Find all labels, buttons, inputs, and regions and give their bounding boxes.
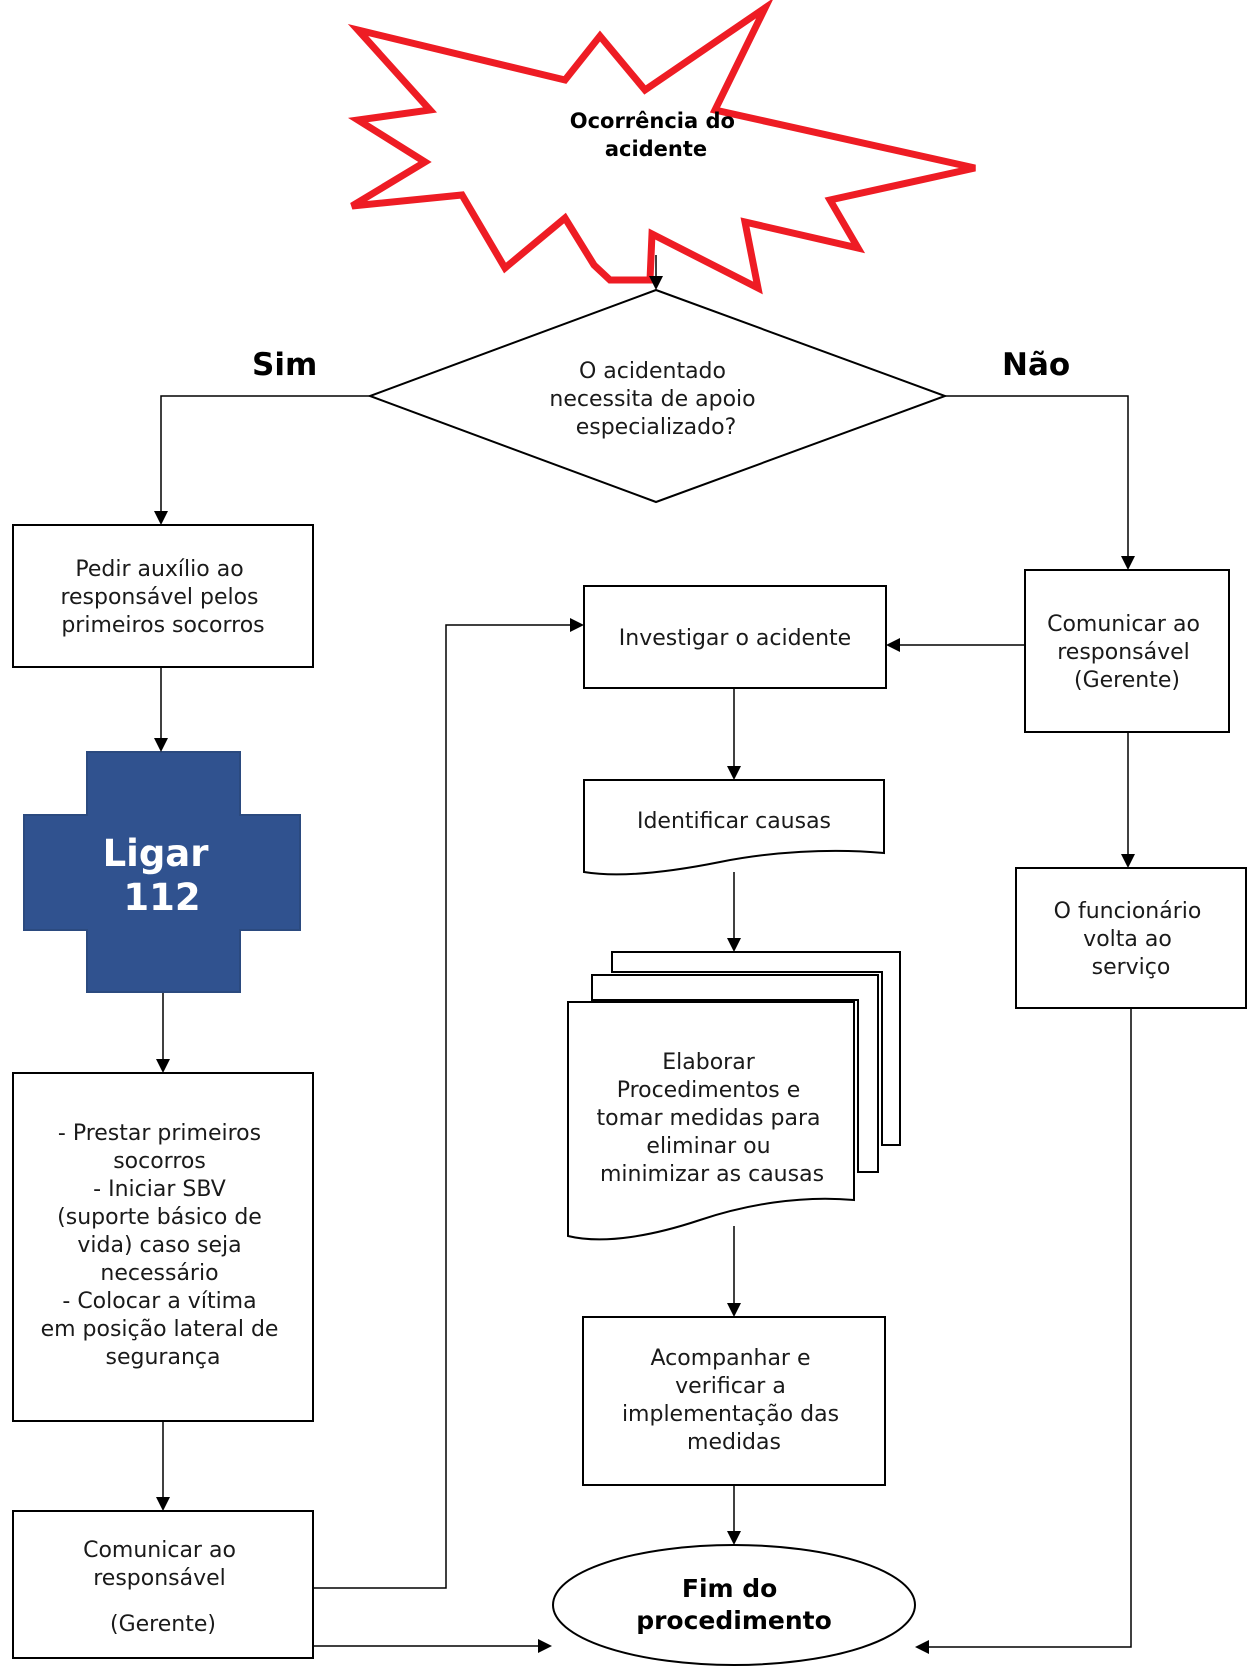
end-label: Fim do procedimento [636, 1574, 832, 1635]
right-notify-label: Comunicar ao responsável (Gerente) [1047, 612, 1207, 693]
call-112-node: Ligar 112 [23, 751, 301, 993]
arrow-decision-no [945, 395, 1135, 570]
multidoc-front-page [567, 1001, 855, 1241]
decision-label: O acidentado necessita de apoio especial… [549, 359, 762, 440]
decision-line: O acidentado [579, 359, 726, 384]
ask-help-box [12, 524, 314, 668]
first-aid-box [12, 1072, 314, 1422]
ask-help-node: Pedir auxílio ao responsável pelos prime… [12, 524, 314, 668]
connectors [154, 255, 1135, 1654]
cross-shape [23, 751, 301, 993]
left-notify-line: responsável [93, 1566, 226, 1591]
follow-up-label: Acompanhar e verificar a implementação d… [622, 1346, 846, 1455]
start-line: Ocorrência do [570, 109, 735, 133]
identify-causes-node: Identificar causas [583, 779, 885, 876]
arrow-decision-yes [154, 395, 370, 525]
procedures-line: tomar medidas para [597, 1106, 821, 1131]
explosion-shape [347, 0, 976, 295]
follow-up-line: verificar a [675, 1374, 786, 1399]
investigate-node: Investigar o acidente [583, 585, 887, 689]
ask-help-line: Pedir auxílio ao [75, 557, 243, 582]
follow-up-line: Acompanhar e [650, 1346, 810, 1371]
first-aid-line: - Colocar a vítima [62, 1289, 256, 1314]
identify-causes-label: Identificar causas [637, 809, 831, 834]
start-line: acidente [605, 137, 707, 161]
ask-help-label: Pedir auxílio ao responsável pelos prime… [60, 557, 265, 638]
first-aid-node: - Prestar primeiros socorros - Iniciar S… [12, 1072, 314, 1422]
end-line: Fim do [682, 1574, 777, 1603]
procedures-line: minimizar as causas [600, 1162, 824, 1187]
branch-yes-label: Sim [252, 347, 317, 383]
end-ellipse [552, 1544, 916, 1666]
follow-up-line: medidas [687, 1430, 781, 1455]
return-to-work-line: O funcionário [1054, 899, 1202, 924]
call-112-line: Ligar [103, 832, 210, 875]
ask-help-line: responsável pelos [60, 585, 258, 610]
return-to-work-line: volta ao [1083, 927, 1172, 952]
procedures-line: Procedimentos e [617, 1078, 801, 1103]
first-aid-line: em posição lateral de [41, 1317, 279, 1342]
ask-help-line: primeiros socorros [61, 613, 264, 638]
right-notify-line: responsável [1057, 640, 1190, 665]
procedures-line: Elaborar [662, 1050, 755, 1075]
right-notify-box [1024, 569, 1230, 733]
first-aid-label: - Prestar primeiros socorros - Iniciar S… [41, 1121, 286, 1370]
left-notify-box [12, 1510, 314, 1659]
left-notify-line: Comunicar ao [83, 1538, 236, 1563]
first-aid-line: segurança [106, 1345, 221, 1370]
first-aid-line: - Prestar primeiros [58, 1121, 261, 1146]
first-aid-line: (suporte básico de [57, 1205, 262, 1230]
document-shape [583, 779, 885, 876]
decision-node: O acidentado necessita de apoio especial… [367, 288, 948, 504]
return-to-work-line: serviço [1092, 955, 1171, 980]
call-112-line: 112 [123, 876, 200, 919]
return-to-work-label: O funcionário volta ao serviço [1054, 899, 1209, 980]
first-aid-line: vida) caso seja [77, 1233, 241, 1258]
right-notify-node: Comunicar ao responsável (Gerente) [1024, 569, 1230, 733]
left-notify-node: Comunicar ao responsável (Gerente) [12, 1510, 314, 1659]
first-aid-line: - Iniciar SBV [93, 1177, 226, 1202]
end-node: Fim do procedimento [552, 1544, 916, 1666]
arrow-notify-to-investigate [313, 618, 584, 1589]
decision-diamond [367, 288, 948, 504]
multidoc-back-page [611, 951, 901, 1146]
right-notify-line: Comunicar ao [1047, 612, 1200, 637]
decision-line: especializado? [576, 415, 737, 440]
left-notify-line: (Gerente) [110, 1612, 216, 1637]
follow-up-node: Acompanhar e verificar a implementação d… [582, 1316, 886, 1486]
procedures-label: Elaborar Procedimentos e tomar medidas p… [597, 1050, 828, 1187]
right-notify-line: (Gerente) [1074, 668, 1180, 693]
return-to-work-node: O funcionário volta ao serviço [1015, 867, 1247, 1009]
branch-no-label: Não [1002, 347, 1070, 383]
investigate-box [583, 585, 887, 689]
investigate-label: Investigar o acidente [619, 626, 851, 651]
call-112-label: Ligar 112 [103, 832, 222, 919]
end-line: procedimento [636, 1606, 832, 1635]
procedures-line: eliminar ou [646, 1134, 770, 1159]
arrow-return-to-end [915, 1008, 1132, 1654]
procedures-node: Elaborar Procedimentos e tomar medidas p… [567, 951, 901, 1241]
follow-up-box [582, 1316, 886, 1486]
decision-line: necessita de apoio [549, 387, 755, 412]
first-aid-line: necessário [100, 1261, 218, 1286]
multidoc-middle-page [591, 974, 879, 1173]
start-label: Ocorrência do acidente [570, 109, 743, 161]
left-notify-label: Comunicar ao responsável (Gerente) [83, 1538, 243, 1637]
follow-up-line: implementação das [622, 1402, 839, 1427]
start-node: Ocorrência do acidente [347, 0, 976, 295]
first-aid-line: socorros [113, 1149, 206, 1174]
